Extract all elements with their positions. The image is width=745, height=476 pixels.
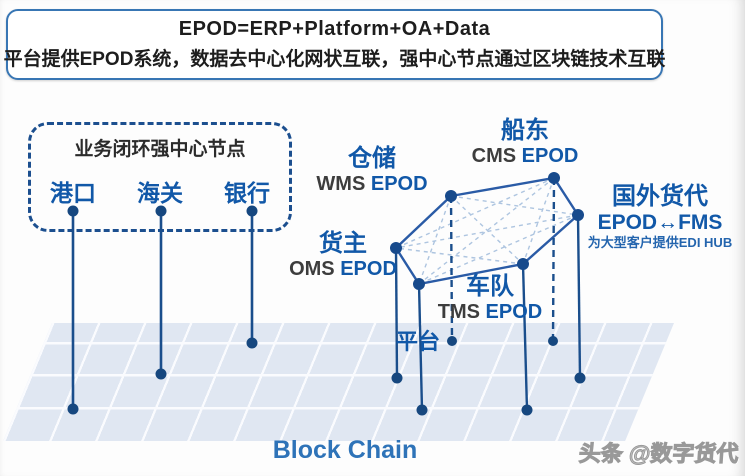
warehouse-floor-dot	[447, 336, 457, 346]
fleet-drop-line	[521, 263, 529, 411]
fleet-node-dot	[517, 258, 529, 270]
mesh-dashed-drop-lines	[449, 177, 556, 342]
cargo-owner-name: 货主	[319, 230, 367, 257]
shipowner-drop-line	[551, 177, 556, 342]
node-label-bank: 银行	[224, 180, 270, 206]
warehouse-node-dot	[445, 190, 457, 202]
customs-top-dot	[155, 205, 167, 217]
customs-floor-dot	[155, 368, 167, 380]
bank-floor-dot	[246, 337, 258, 349]
shipowner-node-dot	[548, 172, 560, 184]
warehouse-system: WMS	[316, 172, 366, 195]
cargo-owner-node-dot	[390, 242, 402, 254]
warehouse-drop-line	[449, 195, 454, 342]
floor-contact-dots	[391, 336, 586, 416]
decentralized-mesh-inner-links	[395, 177, 579, 285]
port-floor-dot	[67, 403, 79, 415]
foreign-forwarder-name: 国外货代	[612, 183, 708, 210]
strong-node-dots	[67, 205, 258, 415]
warehouse-name: 仓储	[348, 145, 396, 172]
fleet-suffix: EPOD	[485, 300, 543, 323]
platform-drop-line	[417, 283, 424, 411]
warehouse-system-line: WMS EPOD	[303, 173, 441, 195]
port-top-dot	[67, 205, 79, 217]
platform-description-text: 平台提供EPOD系统，数据去中心化网状互联，强中心节点通过区块链技术互联	[3, 49, 666, 70]
shipowner-suffix: EPOD	[521, 144, 579, 167]
cargo-owner-system-line: OMS EPOD	[276, 258, 410, 280]
forwarder-drop-line	[576, 214, 582, 379]
fleet-name: 车队	[466, 273, 514, 300]
blockchain-caption: Block Chain	[272, 436, 418, 464]
platform-node-dot	[413, 278, 425, 290]
cargo-owner-suffix: EPOD	[340, 257, 397, 280]
strong-nodes-row: 港口 海关 银行	[31, 174, 289, 208]
shipowner-name: 船东	[501, 117, 549, 144]
fleet-label: 车队 TMS EPOD	[420, 273, 560, 323]
epod-formula-text: EPOD=ERP+Platform+OA+Data	[178, 18, 491, 40]
foreign-forwarder-label: 国外货代 EPOD↔FMS 为大型客户提供EDI HUB	[580, 183, 740, 251]
epod-fms-link-text: EPOD↔FMS	[597, 210, 723, 234]
shipowner-floor-dot	[548, 336, 558, 346]
shipowner-system: CMS	[471, 144, 517, 167]
cargo-owner-system: OMS	[289, 257, 335, 280]
mesh-solid-drop-lines	[394, 214, 582, 411]
mesh-node-dots	[390, 172, 584, 290]
edi-hub-note: 为大型客户提供EDI HUB	[587, 235, 733, 251]
cargo-owner-drop-line	[394, 247, 399, 379]
toutiao-watermark: 头条 @数字货代	[578, 441, 740, 467]
strong-node-drop-lines	[71, 211, 254, 409]
platform-label: 平台	[396, 329, 441, 354]
warehouse-label: 仓储 WMS EPOD	[303, 145, 441, 195]
warehouse-suffix: EPOD	[370, 172, 428, 195]
header-definition-box: EPOD=ERP+Platform+OA+Data 平台提供EPOD系统，数据去…	[3, 9, 666, 80]
fleet-floor-dot	[521, 404, 533, 416]
bank-top-dot	[246, 205, 258, 217]
shipowner-label: 船东 CMS EPOD	[455, 117, 595, 167]
node-label-port: 港口	[50, 180, 96, 206]
forwarder-node-dot	[572, 209, 584, 221]
cargo-owner-floor-dot	[391, 372, 403, 384]
strong-nodes-title: 业务闭环强中心节点	[74, 139, 246, 160]
platform-floor-dot	[416, 404, 428, 416]
fleet-system: TMS	[437, 300, 480, 323]
shipowner-system-line: CMS EPOD	[455, 145, 595, 167]
cargo-owner-label: 货主 OMS EPOD	[276, 230, 410, 280]
fleet-system-line: TMS EPOD	[420, 301, 560, 323]
forwarder-floor-dot	[574, 372, 586, 384]
node-label-customs: 海关	[137, 180, 183, 206]
